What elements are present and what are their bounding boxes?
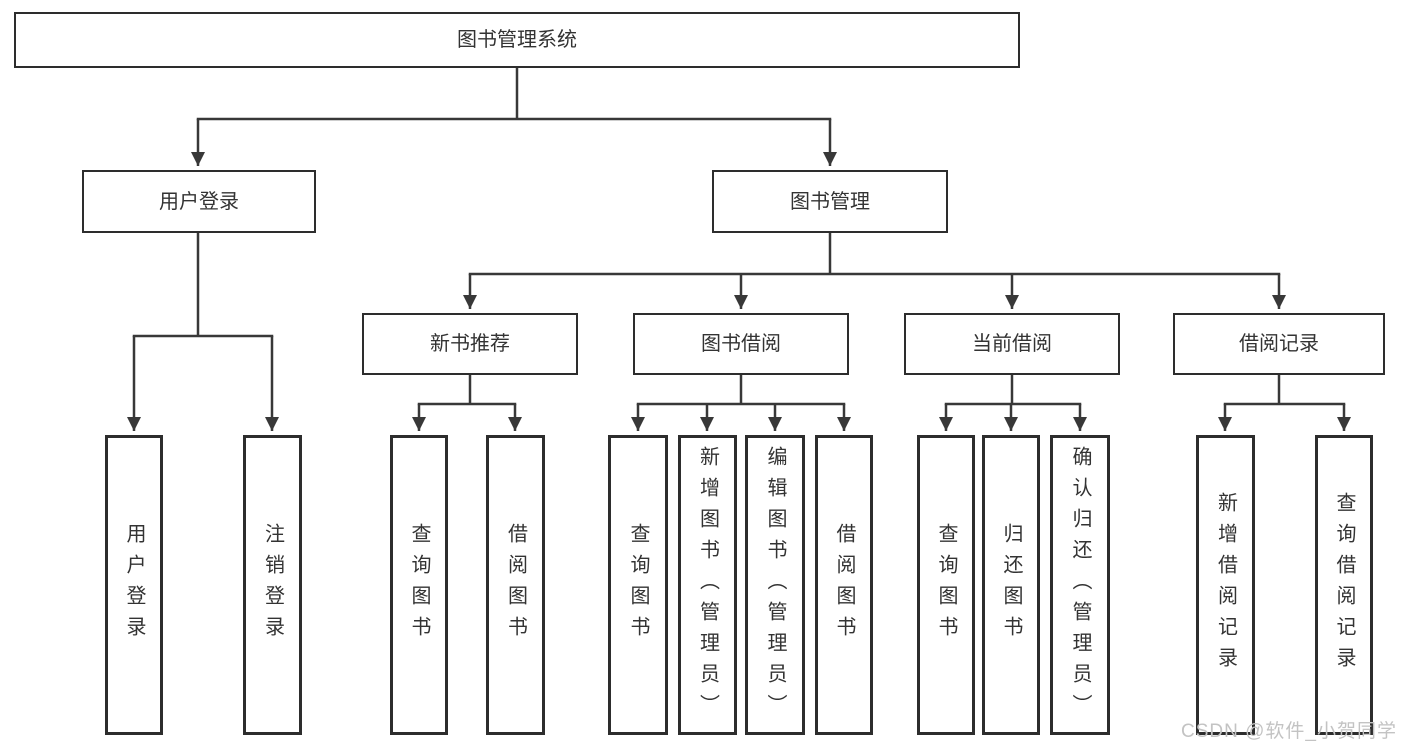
node-logout-action: 注销登录 <box>243 435 302 735</box>
csdn-watermark: CSDN @软件_小贺同学 <box>1181 721 1397 742</box>
node-label: 新增图书（管理员） <box>696 445 719 725</box>
node-confirm-return-admin: 确认归还（管理员） <box>1050 435 1110 735</box>
node-label: 图书管理 <box>790 190 870 213</box>
node-borrow-books-newbook: 借阅图书 <box>486 435 545 735</box>
node-query-borrow-record: 查询借阅记录 <box>1315 435 1373 735</box>
node-label: 新书推荐 <box>430 333 510 355</box>
node-edit-books-admin: 编辑图书（管理员） <box>745 435 805 735</box>
node-library-system: 图书管理系统 <box>14 12 1020 68</box>
node-label: 编辑图书（管理员） <box>764 445 786 725</box>
node-label: 注销登录 <box>261 523 284 647</box>
node-label: 归还图书 <box>1000 523 1022 647</box>
node-query-books-current: 查询图书 <box>917 435 975 735</box>
node-label: 借阅图书 <box>504 523 527 647</box>
node-label: 查询图书 <box>627 523 649 647</box>
node-label: 图书借阅 <box>701 333 781 355</box>
node-book-borrowing: 图书借阅 <box>633 313 849 375</box>
node-label: 当前借阅 <box>972 333 1052 355</box>
node-label: 新增借阅记录 <box>1214 492 1237 678</box>
node-label: 查询图书 <box>935 523 957 647</box>
node-label: 借阅记录 <box>1239 333 1319 355</box>
node-label: 查询借阅记录 <box>1333 492 1355 678</box>
node-new-book-recommend: 新书推荐 <box>362 313 578 375</box>
node-label: 借阅图书 <box>833 523 855 647</box>
node-user-login: 用户登录 <box>82 170 316 233</box>
node-current-borrowing: 当前借阅 <box>904 313 1120 375</box>
node-return-books: 归还图书 <box>982 435 1040 735</box>
node-query-books-borrow: 查询图书 <box>608 435 668 735</box>
node-label: 查询图书 <box>408 523 430 647</box>
node-label: 图书管理系统 <box>457 29 577 51</box>
node-query-books-newbook: 查询图书 <box>390 435 448 735</box>
node-add-books-admin: 新增图书（管理员） <box>678 435 737 735</box>
node-label: 用户登录 <box>159 190 239 213</box>
node-user-login-action: 用户登录 <box>105 435 163 735</box>
node-borrowing-records: 借阅记录 <box>1173 313 1385 375</box>
node-label: 用户登录 <box>123 523 145 647</box>
node-add-borrow-record: 新增借阅记录 <box>1196 435 1255 735</box>
node-borrow-books-borrow: 借阅图书 <box>815 435 873 735</box>
node-label: 确认归还（管理员） <box>1069 445 1091 725</box>
node-book-management: 图书管理 <box>712 170 948 233</box>
